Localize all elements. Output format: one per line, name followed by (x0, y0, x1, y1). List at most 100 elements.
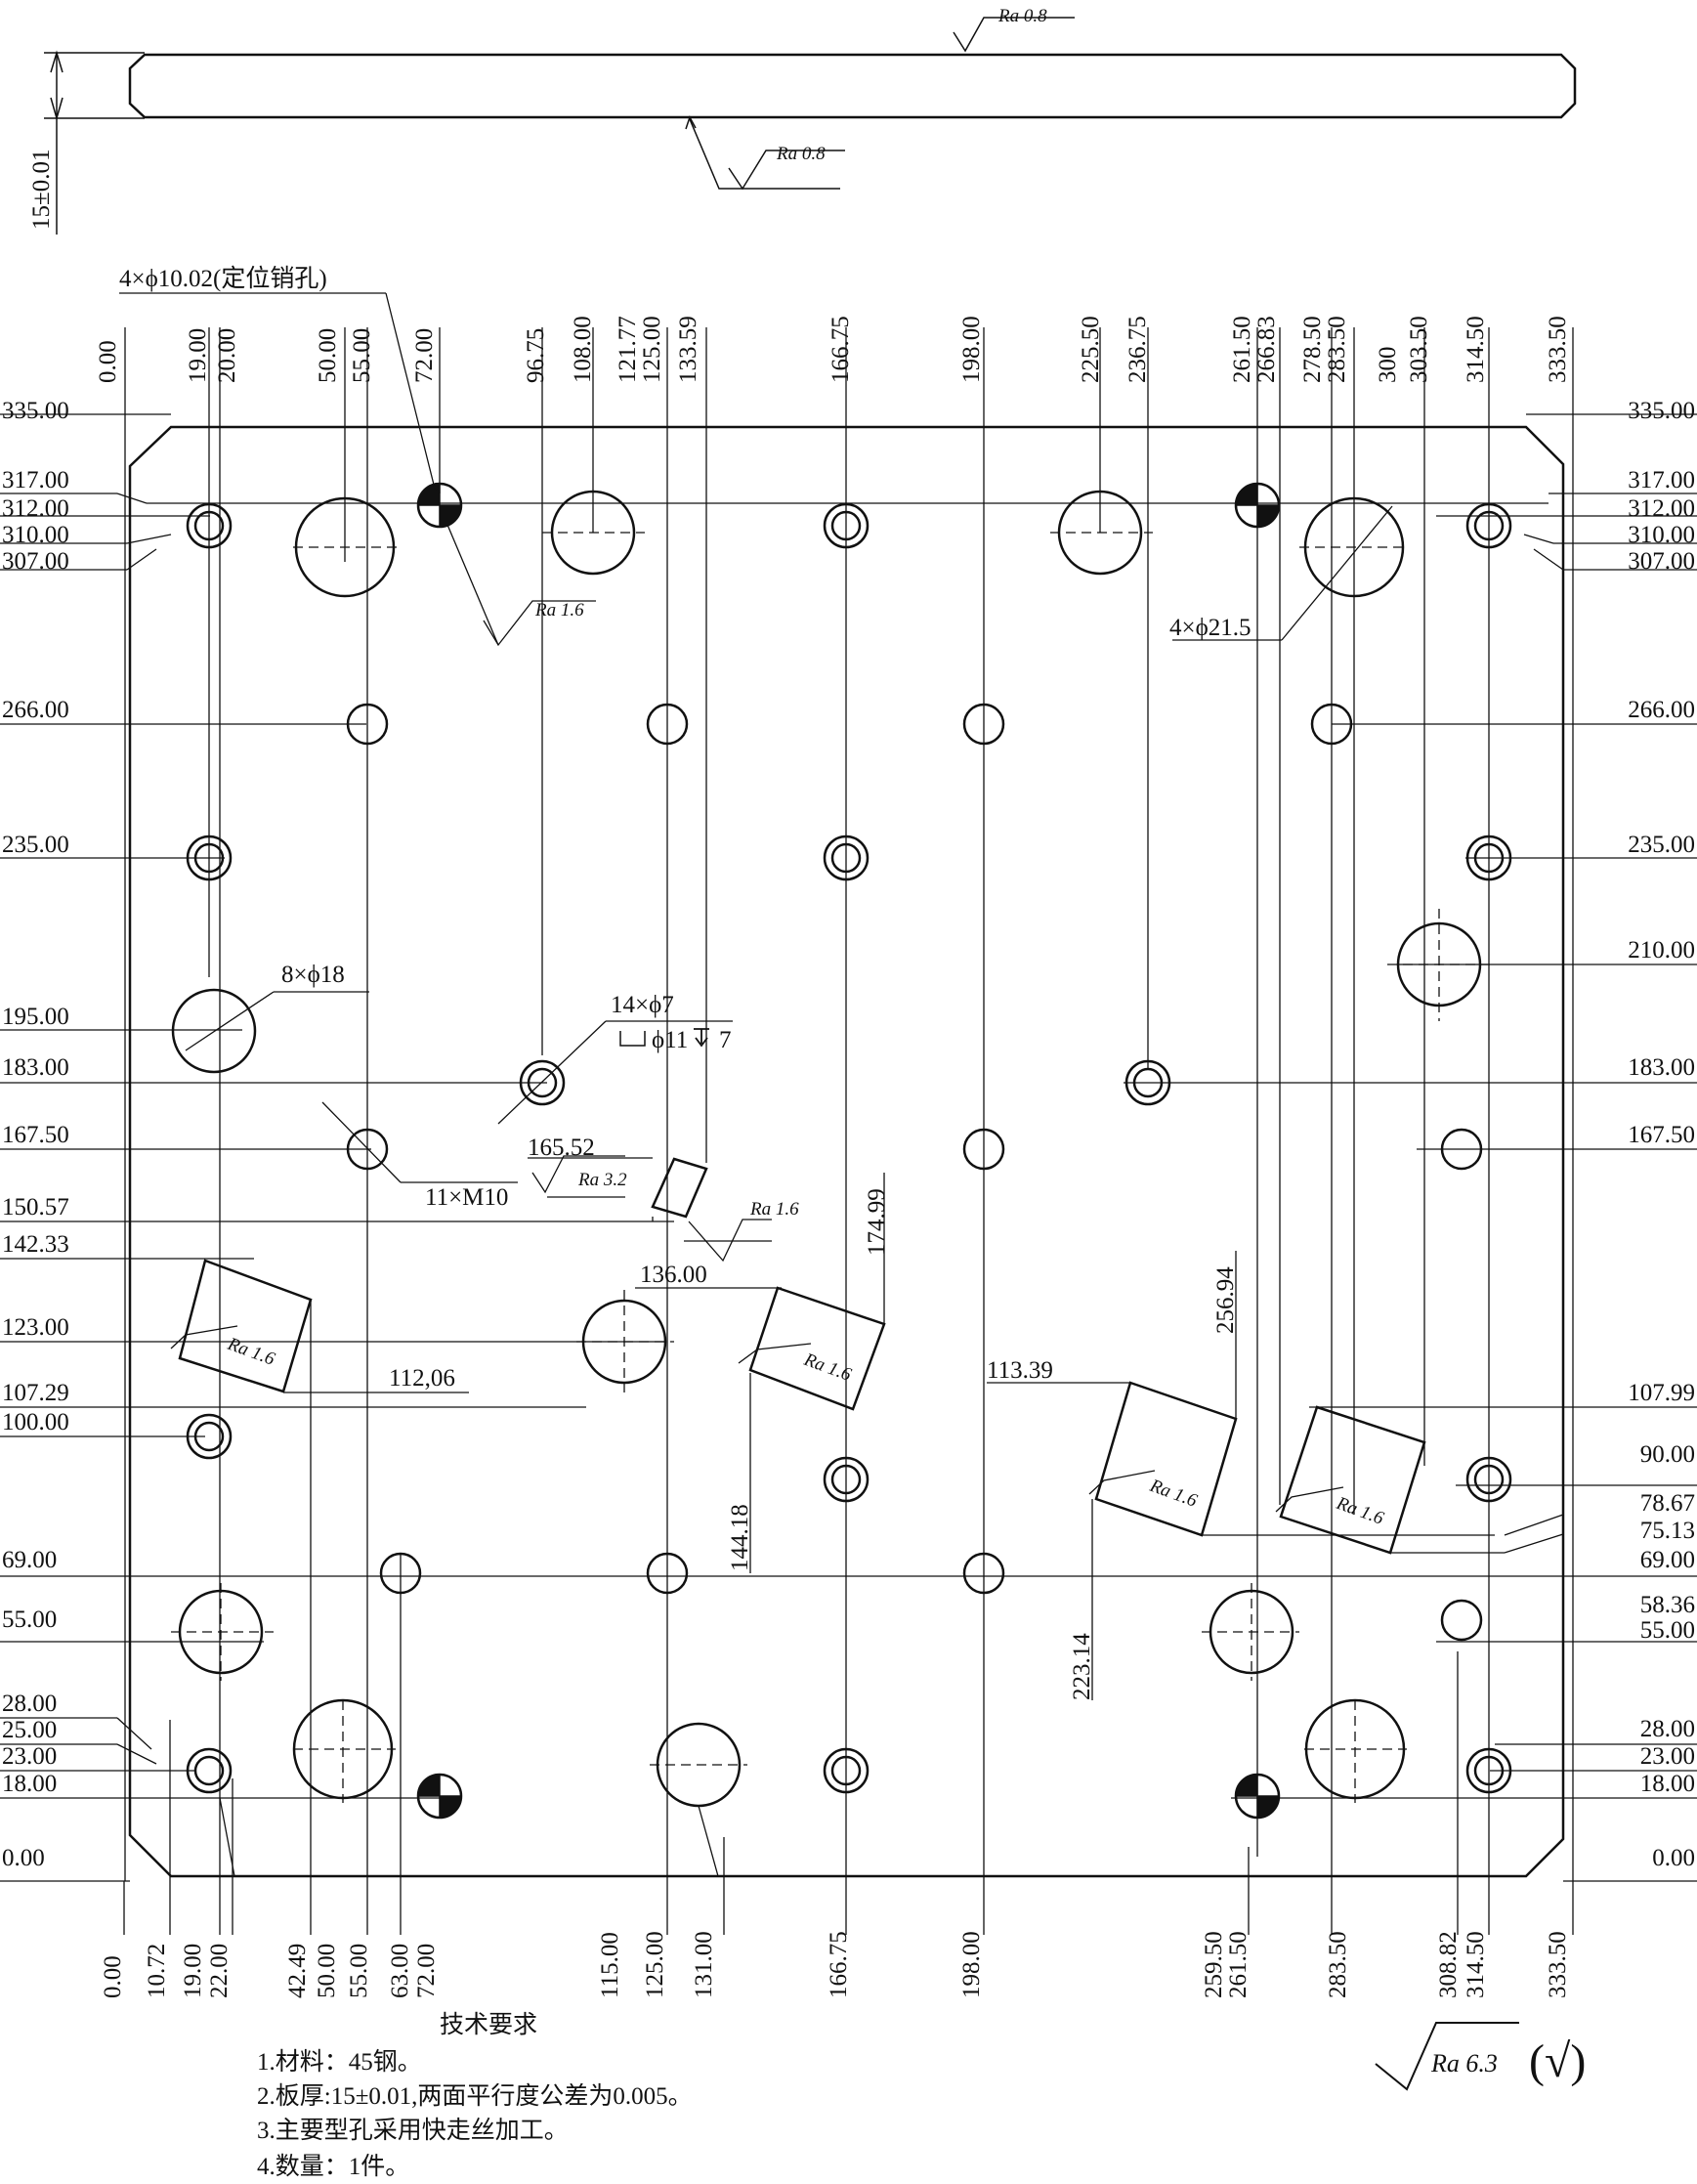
y-dim-right-label: 312.00 (1628, 495, 1695, 522)
thread-holes (346, 703, 1483, 1642)
dim-112: 112,06 (389, 1365, 455, 1392)
x-dim-bottom-label: 42.49 (284, 1944, 311, 1998)
slot-pockets (178, 1157, 1426, 1555)
side-view (44, 17, 1577, 235)
y-dim-left-label: 142.33 (2, 1231, 69, 1258)
counterbore-callout: ϕ11 (652, 1027, 688, 1053)
x-dim-top-label: 20.00 (214, 328, 240, 383)
x-dim-bottom-label: 125.00 (642, 1931, 668, 1998)
roughness-symbol-top (953, 17, 1075, 53)
horizontal-extension-lines (0, 413, 1697, 1882)
leader-lines (119, 292, 1564, 1877)
dim-165: 165.52 (528, 1135, 595, 1161)
x-dim-bottom-label: 166.75 (826, 1931, 852, 1998)
x-dim-top-label: 50.00 (315, 328, 341, 383)
x-dim-top-label: 283.50 (1324, 316, 1350, 383)
y-dim-right-label: 235.00 (1628, 832, 1695, 858)
counterbored-holes (186, 502, 1512, 1794)
x-dim-top-label: 225.50 (1078, 316, 1104, 383)
ra-bottom-label: Ra 0.8 (776, 144, 826, 164)
note-3: 3.主要型孔采用快走丝加工。 (257, 2117, 569, 2144)
dim-136: 136.00 (640, 1262, 707, 1288)
y-dim-left-label: 55.00 (2, 1606, 57, 1633)
center-marks (171, 532, 1490, 1803)
counterbore-depth: 7 (719, 1027, 732, 1053)
y-dim-left-label: 23.00 (2, 1743, 57, 1770)
x-dim-bottom-label: 131.00 (691, 1931, 717, 1998)
y-dimensions-right: 335.00317.00312.00310.00307.00266.00235.… (1628, 398, 1695, 1871)
ra-thread-label: Ra 3.2 (577, 1170, 627, 1190)
dim-223: 223.14 (1069, 1633, 1095, 1700)
y-dim-left-label: 69.00 (2, 1547, 57, 1573)
side-view-outline (128, 53, 1577, 119)
y-dim-right-label: 78.67 (1640, 1490, 1695, 1517)
x-dim-bottom-label: 308.82 (1435, 1931, 1462, 1998)
x-dim-top-label: 96.75 (523, 328, 549, 383)
technical-requirements: 技术要求 1.材料：45钢。 2.板厚:15±0.01,两面平行度公差为0.00… (257, 2011, 693, 2180)
pin-holes-callout: 4×ϕ10.02(定位销孔) (119, 265, 327, 292)
large-holes-callout: 4×ϕ21.5 (1169, 615, 1252, 641)
y-dim-left-label: 266.00 (2, 697, 69, 723)
thickness-dimension: 15±0.01 (28, 150, 55, 230)
threads-callout: 11×M10 (425, 1184, 508, 1211)
y-dim-right-label: 18.00 (1640, 1771, 1695, 1797)
x-dim-bottom-label: 115.00 (597, 1932, 623, 1998)
small-slot (651, 1157, 708, 1219)
x-dim-top-label: 72.00 (411, 328, 438, 383)
vertical-extension-lines (123, 327, 1574, 1935)
holes-7-callout: 14×ϕ7 (611, 992, 674, 1018)
x-dim-top-label: 198.00 (958, 316, 985, 383)
y-dim-left-label: 235.00 (2, 832, 69, 858)
general-roughness-paren: (√) (1529, 2035, 1586, 2087)
x-dim-top-label: 266.83 (1253, 316, 1280, 383)
side-thickness-label: 15±0.01 (28, 150, 55, 230)
general-roughness-symbol (1375, 2022, 1519, 2091)
y-dimensions-left: 335.00317.00312.00310.00307.00266.00235.… (2, 398, 69, 1871)
pocket-ra-4: Ra 1.6 (1333, 1493, 1386, 1529)
y-dim-left-label: 167.50 (2, 1122, 69, 1148)
ra-top-label: Ra 0.8 (997, 6, 1047, 26)
x-dim-bottom-label: 314.50 (1463, 1931, 1489, 1998)
y-dim-right-label: 310.00 (1628, 522, 1695, 548)
x-dim-top-label: 19.00 (185, 328, 211, 383)
ra-pin-label: Ra 1.6 (534, 600, 584, 621)
x-dim-bottom-label: 259.50 (1201, 1931, 1227, 1998)
x-dim-bottom-label: 261.50 (1225, 1931, 1252, 1998)
x-dim-top-label: 303.50 (1406, 316, 1432, 383)
dim-113: 113.39 (987, 1357, 1053, 1384)
y-dim-left-label: 335.00 (2, 398, 69, 424)
dim-174: 174.99 (864, 1188, 890, 1256)
plate-outline (128, 425, 1565, 1878)
note-4: 4.数量：1件。 (257, 2153, 409, 2180)
y-dim-right-label: 317.00 (1628, 467, 1695, 493)
y-dim-right-label: 335.00 (1628, 398, 1695, 424)
x-dim-top-label: 133.59 (675, 316, 701, 383)
y-dim-left-label: 123.00 (2, 1314, 69, 1341)
pocket-right-b (1279, 1405, 1426, 1555)
y-dim-right-label: 55.00 (1640, 1617, 1695, 1644)
depth-symbol (694, 1028, 709, 1048)
x-dim-bottom-label: 333.50 (1545, 1931, 1571, 1998)
y-dim-right-label: 0.00 (1652, 1845, 1695, 1871)
y-dim-left-label: 150.57 (2, 1194, 69, 1220)
ra-slot-label: Ra 1.6 (749, 1199, 799, 1220)
y-dim-left-label: 310.00 (2, 522, 69, 548)
pocket-ra-3: Ra 1.6 (1146, 1476, 1200, 1512)
y-dim-right-label: 210.00 (1628, 937, 1695, 964)
holes-18-callout: 8×ϕ18 (281, 962, 345, 988)
x-dim-top-label: 278.50 (1299, 316, 1326, 383)
y-dim-left-label: 107.29 (2, 1380, 69, 1406)
y-dim-right-label: 90.00 (1640, 1441, 1695, 1468)
note-1: 1.材料：45钢。 (257, 2048, 422, 2076)
pocket-right-a (1094, 1381, 1238, 1537)
y-dim-left-label: 0.00 (2, 1845, 45, 1871)
y-dim-left-label: 317.00 (2, 467, 69, 493)
y-dim-left-label: 183.00 (2, 1054, 69, 1081)
x-dim-bottom-label: 50.00 (314, 1944, 340, 1998)
notes-title: 技术要求 (440, 2011, 537, 2038)
plate-plan-view (128, 425, 1565, 1878)
y-dim-left-label: 307.00 (2, 548, 69, 575)
